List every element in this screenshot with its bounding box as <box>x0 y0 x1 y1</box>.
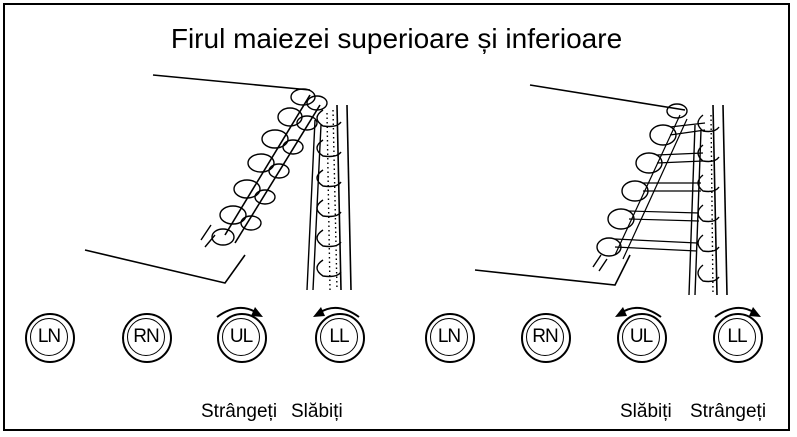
dial-ln-left: LN <box>25 313 75 363</box>
dial-ul-right: UL <box>617 313 667 363</box>
overlock-stitch-loose-illustration <box>474 84 728 296</box>
diagram-frame: Firul maiezei superioare și inferioare <box>3 3 790 431</box>
overlock-stitch-tight-illustration <box>84 74 352 291</box>
diagram-title: Firul maiezei superioare și inferioare <box>170 23 623 54</box>
dial-label: RN <box>127 318 165 356</box>
dial-ll-right: LL <box>713 313 763 363</box>
caption-tighten-right: Strângeți <box>690 401 767 422</box>
dial-label: LN <box>30 318 68 356</box>
dial-label: UL <box>622 318 660 356</box>
dial-ln-right: LN <box>425 313 475 363</box>
dial-rn-left: RN <box>122 313 172 363</box>
clockwise-arrow-icon <box>216 306 263 318</box>
dial-ul-left: UL <box>217 313 267 363</box>
dial-label: LL <box>718 318 756 356</box>
dial-label: UL <box>222 318 260 356</box>
counterclockwise-arrow-icon <box>615 306 662 318</box>
dial-label: LL <box>320 318 358 356</box>
dial-label: LN <box>430 318 468 356</box>
dial-rn-right: RN <box>521 313 571 363</box>
dial-ll-left: LL <box>315 313 365 363</box>
dial-label: RN <box>526 318 564 356</box>
caption-tighten-left: Strângeți <box>201 401 278 422</box>
clockwise-arrow-icon <box>714 306 761 318</box>
counterclockwise-arrow-icon <box>313 306 360 318</box>
caption-loosen-left: Slăbiți <box>291 401 343 422</box>
caption-loosen-right: Slăbiți <box>620 401 672 422</box>
